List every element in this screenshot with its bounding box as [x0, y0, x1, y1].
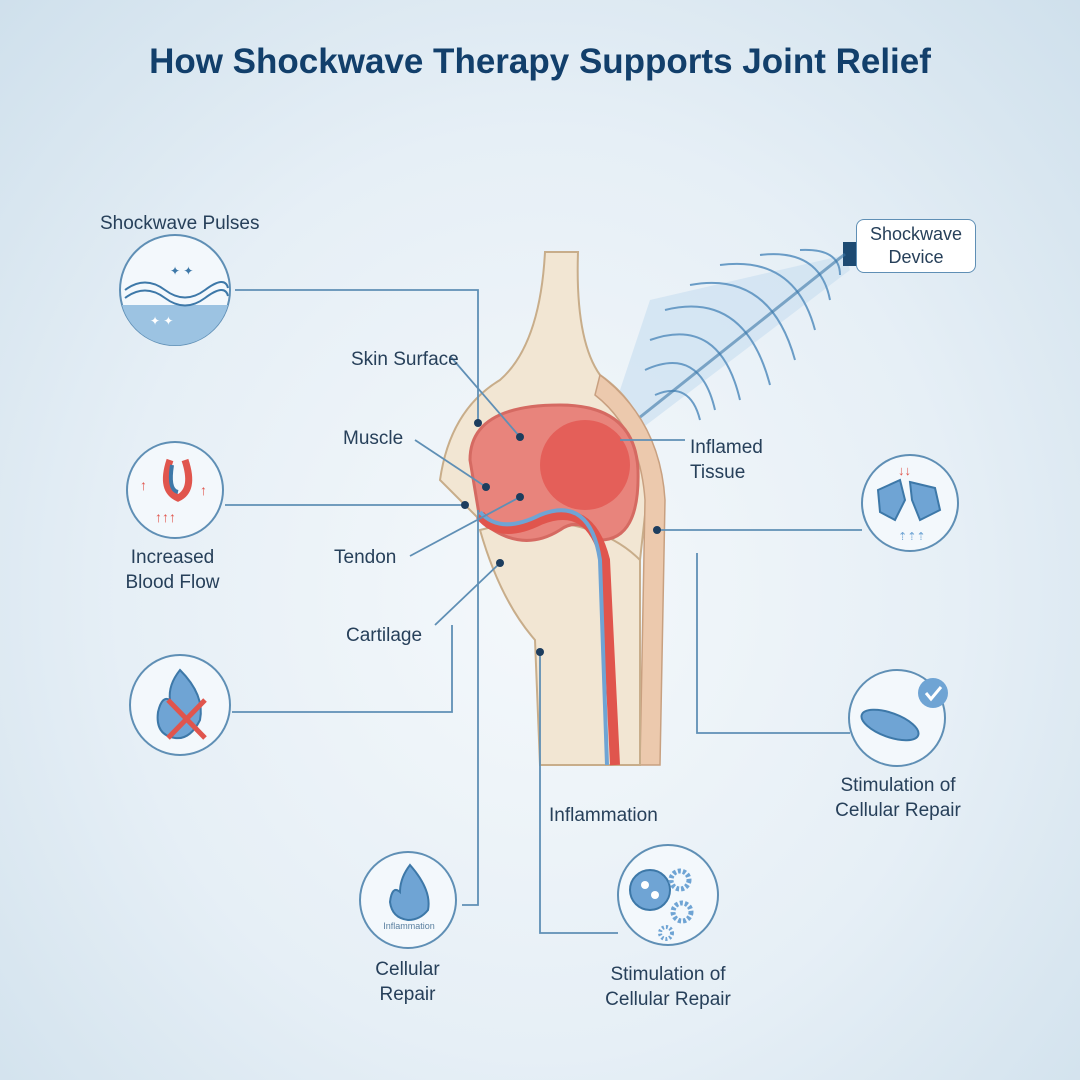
- label-blood-flow: Increased Blood Flow: [125, 547, 220, 593]
- connector-lines: [225, 289, 862, 934]
- label-muscle: Muscle: [343, 428, 404, 449]
- skin-layer: [594, 373, 666, 766]
- svg-text:⇡⇡⇡: ⇡⇡⇡: [898, 531, 926, 543]
- blood-flow-icon: ↑ ↑ ↑↑↑: [126, 441, 224, 539]
- artery: [476, 510, 620, 766]
- page-title: How Shockwave Therapy Supports Joint Rel…: [149, 42, 931, 81]
- icon-text-inflammation: Inflammation: [383, 921, 435, 931]
- svg-text:↓↓: ↓↓: [898, 463, 911, 478]
- svg-text:✦ ✦: ✦ ✦: [170, 264, 193, 278]
- shockwave-device-label: Shockwave Device: [856, 219, 976, 273]
- label-tendon: Tendon: [334, 547, 397, 568]
- cellular-repair-flame-icon: [359, 851, 457, 949]
- cell-gears-icon: [617, 844, 719, 946]
- shockwave-pulses-icon: ✦ ✦ ✦ ✦: [119, 234, 231, 346]
- label-cellular-repair: Cellular Repair: [375, 959, 440, 1005]
- vein: [478, 508, 609, 766]
- repair-check-icon: [848, 669, 948, 767]
- svg-text:↑↑↑: ↑↑↑: [155, 509, 176, 525]
- label-inflammation: Inflammation: [549, 805, 658, 826]
- shockwave-beam: [600, 255, 850, 450]
- wave-arcs: [644, 248, 841, 421]
- device-tip: [843, 242, 857, 266]
- label-inflamed-tissue: Inflamed Tissue: [690, 437, 763, 483]
- svg-text:✦ ✦: ✦ ✦: [150, 314, 173, 328]
- label-cartilage: Cartilage: [346, 625, 423, 646]
- anchor-dots: [461, 419, 661, 656]
- label-skin-surface: Skin Surface: [351, 349, 459, 370]
- label-stimulation-right: Stimulation of Cellular Repair: [835, 775, 961, 821]
- inflamed-tissue: [540, 420, 630, 510]
- svg-text:↑: ↑: [140, 477, 147, 493]
- label-shockwave-pulses: Shockwave Pulses: [100, 213, 260, 234]
- svg-text:↑: ↑: [200, 482, 207, 498]
- label-stimulation-bottom: Stimulation of Cellular Repair: [605, 964, 731, 1010]
- no-inflammation-icon: [129, 654, 231, 756]
- tissue-breakup-icon: ↓↓ ⇡⇡⇡: [861, 454, 959, 552]
